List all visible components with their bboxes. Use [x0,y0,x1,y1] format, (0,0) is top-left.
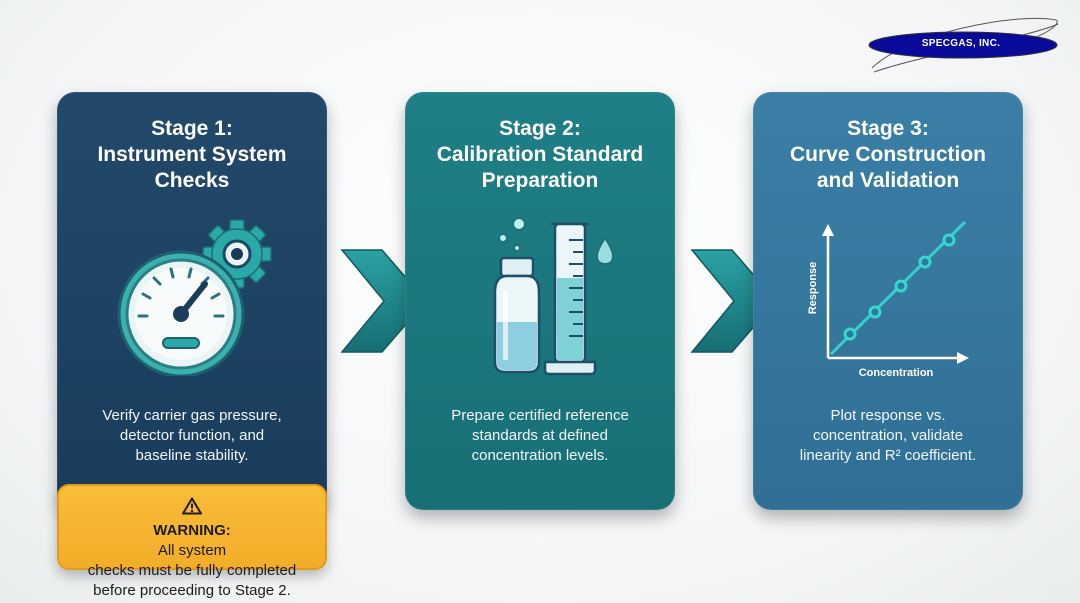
stage-1-title-line: Stage 1: [151,117,233,140]
stage-1-title-line: Instrument System [97,143,287,166]
stage-2-title: Stage 2: Calibration Standard Preparatio… [405,116,675,194]
stage-3-desc-line: linearity and R² coefficient. [799,447,977,464]
stage-3-title-line: Stage 3: [847,117,929,140]
stage-2-description: Prepare certified reference standards at… [405,406,675,466]
chevron-right-icon [340,249,427,353]
vial-cylinder-icon [493,217,615,376]
stage-2-card: Stage 2: Calibration Standard Preparatio… [405,92,675,510]
stage-2-desc-line: concentration levels. [471,447,609,464]
stage-3-title: Stage 3: Curve Construction and Validati… [753,116,1023,194]
specgas-logo: SPECGAS, INC. [866,14,1062,76]
stage-3-desc-line: Plot response vs. [830,407,946,424]
plot-xlabel: Concentration [859,367,934,379]
stage-3-title-line: Curve Construction [789,143,986,166]
stage-2-desc-line: Prepare certified reference [451,407,629,424]
stage-1-title: Stage 1: Instrument System Checks [57,116,327,194]
stage-1-desc-line: detector function, and [119,427,265,444]
stage-2-title-line: Calibration Standard [436,143,644,166]
logo-swoosh-icon [868,17,1059,73]
stage-3-title-line: and Validation [816,169,960,192]
warning-box: WARNING: All system checks must be fully… [57,484,327,599]
calibration-curve-icon: Response Concentration [807,220,969,379]
gauge-gear-icon [117,219,272,376]
stage-2-title-line: Stage 2: [499,117,581,140]
stage-1-desc-line: Verify carrier gas pressure, [102,407,282,424]
warning-heading: WARNING: All system [59,497,325,561]
stage-3-card: Stage 3: Curve Construction and Validati… [753,92,1023,510]
warning-label: WARNING: [153,522,231,539]
stage-2-desc-line: standards at defined [472,427,608,444]
warning-line-2: checks must be fully completed [87,562,297,579]
warning-line-1: WARNING: All system [59,497,325,561]
chevron-right-icon [690,249,777,353]
stage-1-title-line: Checks [154,169,230,192]
warning-line-1-text: All system [157,542,227,559]
plot-ylabel: Response [807,262,819,315]
warning-line-3: before proceeding to Stage 2. [93,582,291,599]
warning-triangle-icon [182,497,202,515]
stage-1-description: Verify carrier gas pressure, detector fu… [57,406,327,466]
stage-3-desc-line: concentration, validate [812,427,964,444]
stage-1-desc-line: baseline stability. [135,447,249,464]
stage-2-title-line: Preparation [481,169,599,192]
stage-1-card: Stage 1: Instrument System Checks [57,92,327,510]
logo-text: SPECGAS, INC. [921,38,1001,49]
stage-3-description: Plot response vs. concentration, validat… [753,406,1023,466]
